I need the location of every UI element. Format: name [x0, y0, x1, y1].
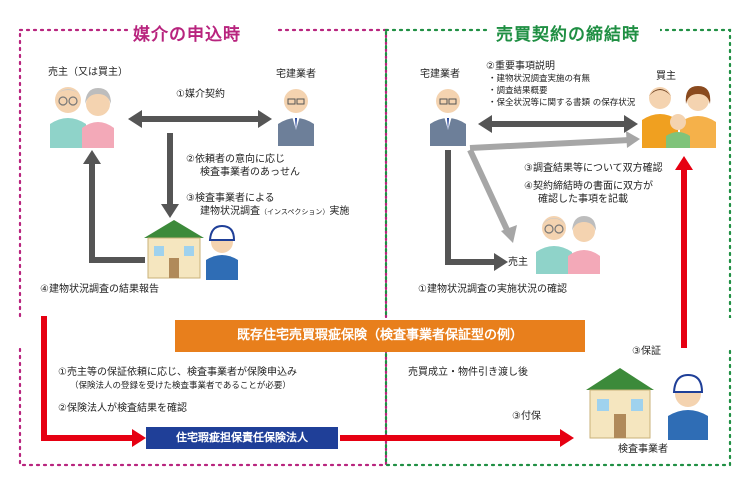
left-step3-main: 建物状況調査 — [200, 206, 260, 217]
right-buyer-label: 買主 — [656, 71, 676, 82]
left-report-arrow — [83, 150, 145, 263]
right-section-border — [384, 28, 732, 467]
left-mediation-arrow — [128, 110, 272, 128]
right-section-title: 売買契約の締結時 — [496, 25, 640, 45]
buyer-family-icon — [642, 86, 716, 148]
bottom-note1-line2: （保険法人の登録を受けた検査事業者であることが必要） — [70, 381, 291, 391]
right-explanation-arrow — [478, 115, 638, 133]
left-step3-line2: 建物状況調査（インスペクション）実施 — [200, 205, 349, 219]
left-step4: ④建物状況調査の結果報告 — [40, 284, 159, 295]
left-agent-label: 宅建業者 — [276, 69, 316, 80]
right-step4-line1: ④契約締結時の書面に双方が — [524, 181, 653, 192]
red-guarantee-arrow — [675, 156, 693, 348]
bottom-guarantee: ③保証 — [632, 346, 661, 357]
right-agent-icon — [430, 89, 466, 146]
right-step2-bullet-1: ・建物状況調査実施の有無 — [488, 74, 591, 84]
right-seller-label: 売主 — [508, 257, 528, 268]
bottom-note1-line1: ①売主等の保証依頼に応じ、検査事業者が保険申込み — [58, 367, 297, 378]
left-step3-line1: ③検査事業者による — [186, 193, 275, 204]
left-referral-arrow — [161, 133, 179, 218]
inspector-label: 検査事業者 — [618, 444, 668, 455]
left-seller-label: 売主（又は買主） — [48, 67, 128, 78]
red-application-arrow — [41, 316, 146, 447]
right-check-arrow — [445, 150, 508, 271]
bottom-payment: ③付保 — [512, 411, 541, 422]
right-agent-label: 宅建業者 — [420, 69, 460, 80]
left-step3-paren: （インスペクション） — [260, 208, 330, 216]
inspector-house-icon — [586, 368, 708, 440]
right-seller-couple-icon — [536, 216, 600, 274]
insurer-box: 住宅瑕疵担保責任保険法人 — [146, 427, 338, 449]
left-section-title: 媒介の申込時 — [133, 25, 241, 45]
right-confirm-arrows — [467, 131, 640, 243]
right-step1: ①建物状況調査の実施状況の確認 — [418, 284, 567, 295]
right-step4-line2: 確認した事項を記載 — [538, 194, 628, 205]
left-step2-line1: ②依頼者の意向に応じ — [186, 154, 285, 165]
right-step2-bullet-3: ・保全状況等に関する書類 の保存状況 — [488, 98, 636, 108]
left-step2-line2: 検査事業者のあっせん — [200, 167, 300, 178]
right-step2-bullet-2: ・調査結果概要 — [488, 86, 548, 96]
seller-couple-icon — [50, 87, 114, 148]
left-house-inspector-icon — [144, 220, 238, 280]
left-step1: ①媒介契約 — [176, 89, 225, 100]
bottom-transfer: 売買成立・物件引き渡し後 — [408, 367, 528, 378]
insurance-banner: 既存住宅売買瑕疵保険（検査事業者保証型の例） — [175, 320, 585, 352]
red-payment-arrow — [340, 429, 574, 447]
left-agent-icon — [278, 89, 314, 146]
bottom-note2: ②保険法人が検査結果を確認 — [58, 403, 187, 414]
right-step3: ③調査結果等について双方確認 — [524, 163, 663, 174]
left-step3-end: 実施 — [329, 206, 350, 217]
right-step2-title: ②重要事項説明 — [486, 61, 555, 72]
